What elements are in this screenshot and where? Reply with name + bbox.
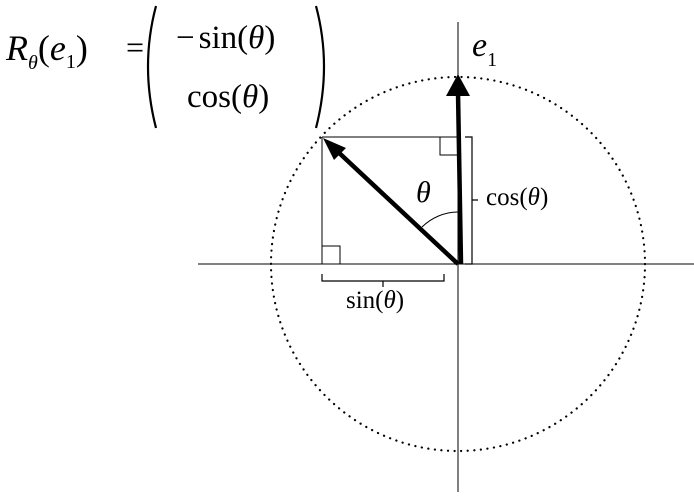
sin-label: sin(θ) (346, 287, 404, 314)
cos-label-theta: θ (528, 184, 540, 211)
sin-label-func: sin( (346, 287, 384, 314)
theta-arc (421, 211, 459, 228)
matrix-row-1: −sin(θ) (176, 20, 275, 56)
matrix-row-1-minus: − (176, 20, 195, 56)
matrix-row-1-close: ) (264, 20, 275, 56)
rotated-vector-arrowhead (323, 138, 346, 160)
right-angle-marker-top (439, 136, 459, 156)
theta-label: θ (416, 176, 431, 209)
cos-bracket (465, 136, 478, 265)
formula-r-subscript: θ (28, 52, 38, 74)
matrix-left-paren (146, 5, 158, 129)
cos-label-func: cos( (486, 184, 528, 211)
formula-arg-open: ( (38, 28, 50, 68)
e1-vector (455, 91, 464, 265)
sin-bracket (321, 274, 445, 287)
matrix-right-paren (314, 5, 326, 129)
formula-arg-symbol: e (50, 28, 66, 68)
formula-arg-subscript: 1 (66, 51, 76, 73)
matrix-row-2-close: ) (258, 79, 269, 115)
unit-circle (269, 75, 647, 453)
sin-label-close: ) (396, 287, 404, 314)
formula-r-symbol: R (5, 28, 28, 68)
cos-label: cos(θ) (486, 184, 548, 211)
formula-lhs: Rθ(e1) (5, 28, 88, 74)
matrix-row-2-func: cos( (187, 79, 242, 115)
right-angle-marker-bottom (321, 245, 341, 265)
matrix-row-1-theta: θ (248, 20, 264, 56)
matrix-row-2: cos(θ) (187, 79, 269, 115)
matrix-row-1-func: sin( (199, 20, 249, 56)
e1-label: e1 (472, 27, 497, 71)
e1-arrowhead (446, 74, 470, 96)
formula-equals: = (126, 29, 144, 65)
formula-arg-close: ) (76, 28, 88, 68)
e1-label-symbol: e (472, 27, 487, 64)
rotated-vector (334, 148, 460, 266)
sin-label-theta: θ (384, 287, 396, 314)
matrix-row-2-theta: θ (242, 79, 258, 115)
cos-label-close: ) (540, 184, 548, 211)
e1-label-subscript: 1 (487, 49, 497, 71)
